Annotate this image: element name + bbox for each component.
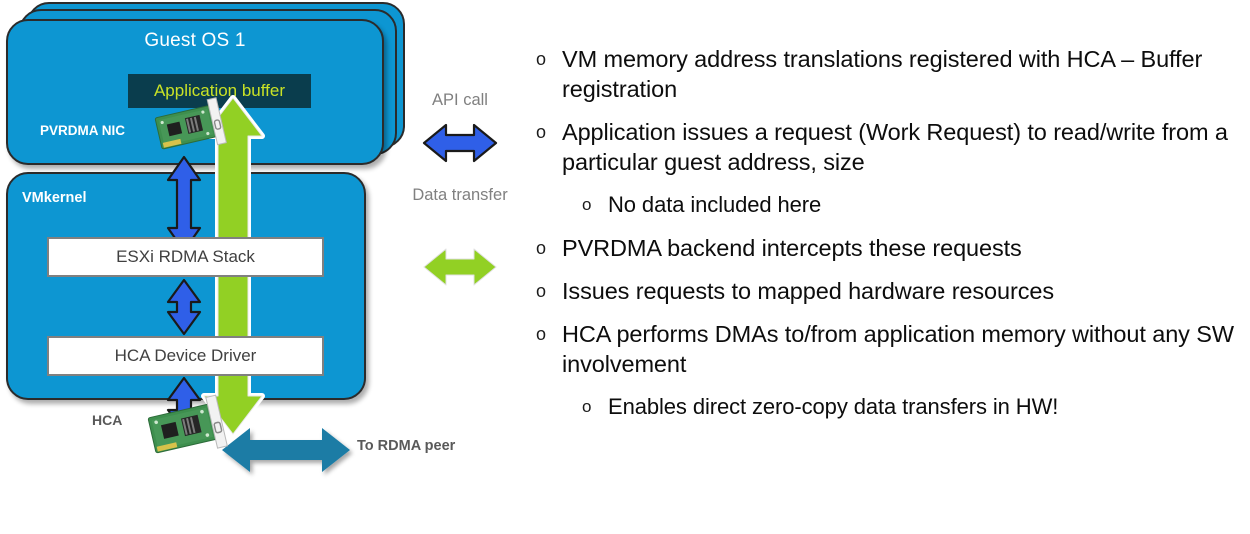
api-arrow-stack-to-driver-icon: [166, 278, 202, 336]
bullet-marker-icon: o: [582, 195, 592, 214]
list-item: o PVRDMA backend intercepts these reques…: [536, 233, 1242, 263]
list-item-text: Issues requests to mapped hardware resou…: [562, 278, 1054, 304]
pvrdma-nic-card-icon: [154, 97, 227, 150]
vmkernel-label: VMkernel: [22, 190, 87, 206]
hca-device-driver-box: HCA Device Driver: [47, 336, 324, 376]
to-rdma-peer-double-arrow-icon: [222, 428, 350, 472]
list-item-text: No data included here: [608, 192, 822, 217]
legend-arrows-layer: [421, 123, 499, 288]
list-item: o Application issues a request (Work Req…: [536, 117, 1242, 177]
esxi-rdma-stack-box: ESXi RDMA Stack: [47, 237, 324, 277]
bullet-marker-icon: o: [536, 122, 547, 142]
list-item-sub: o No data included here: [582, 190, 1242, 220]
application-buffer-box: Application buffer: [128, 74, 311, 108]
legend-label-api-call: API call: [432, 91, 488, 109]
bullet-marker-icon: o: [536, 49, 547, 69]
hca-label: HCA: [92, 412, 123, 428]
list-item-text: HCA performs DMAs to/from application me…: [562, 321, 1234, 377]
pvrdma-nic-label: PVRDMA NIC: [40, 123, 126, 138]
hca-card-icon: [147, 394, 228, 454]
to-rdma-peer-label: To RDMA peer: [357, 438, 456, 454]
list-item-text: Enables direct zero-copy data transfers …: [608, 394, 1059, 419]
legend-data-transfer-double-arrow-icon: [421, 246, 499, 288]
list-item-text: VM memory address translations registere…: [562, 46, 1203, 102]
bullet-marker-icon: o: [536, 281, 547, 301]
bullet-marker-icon: o: [582, 397, 592, 416]
list-item-text: Application issues a request (Work Reque…: [562, 119, 1228, 175]
bullet-marker-icon: o: [536, 238, 547, 258]
legend-label-data-transfer: Data transfer: [412, 186, 508, 204]
list-item-text: PVRDMA backend intercepts these requests: [562, 235, 1022, 261]
legend-api-call-double-arrow-icon: [422, 123, 498, 163]
rdma-peer-arrow-layer: [222, 428, 350, 472]
architecture-diagram: Guest OS 1 Application buffer PVRDMA NIC…: [0, 0, 530, 534]
bullet-list: o VM memory address translations registe…: [536, 44, 1242, 435]
list-item: o VM memory address translations registe…: [536, 44, 1242, 104]
bullet-marker-icon: o: [536, 324, 547, 344]
list-item: o Issues requests to mapped hardware res…: [536, 276, 1242, 306]
list-item: o HCA performs DMAs to/from application …: [536, 319, 1242, 379]
list-item-sub: o Enables direct zero-copy data transfer…: [582, 392, 1242, 422]
guest-os-title: Guest OS 1: [144, 30, 246, 51]
